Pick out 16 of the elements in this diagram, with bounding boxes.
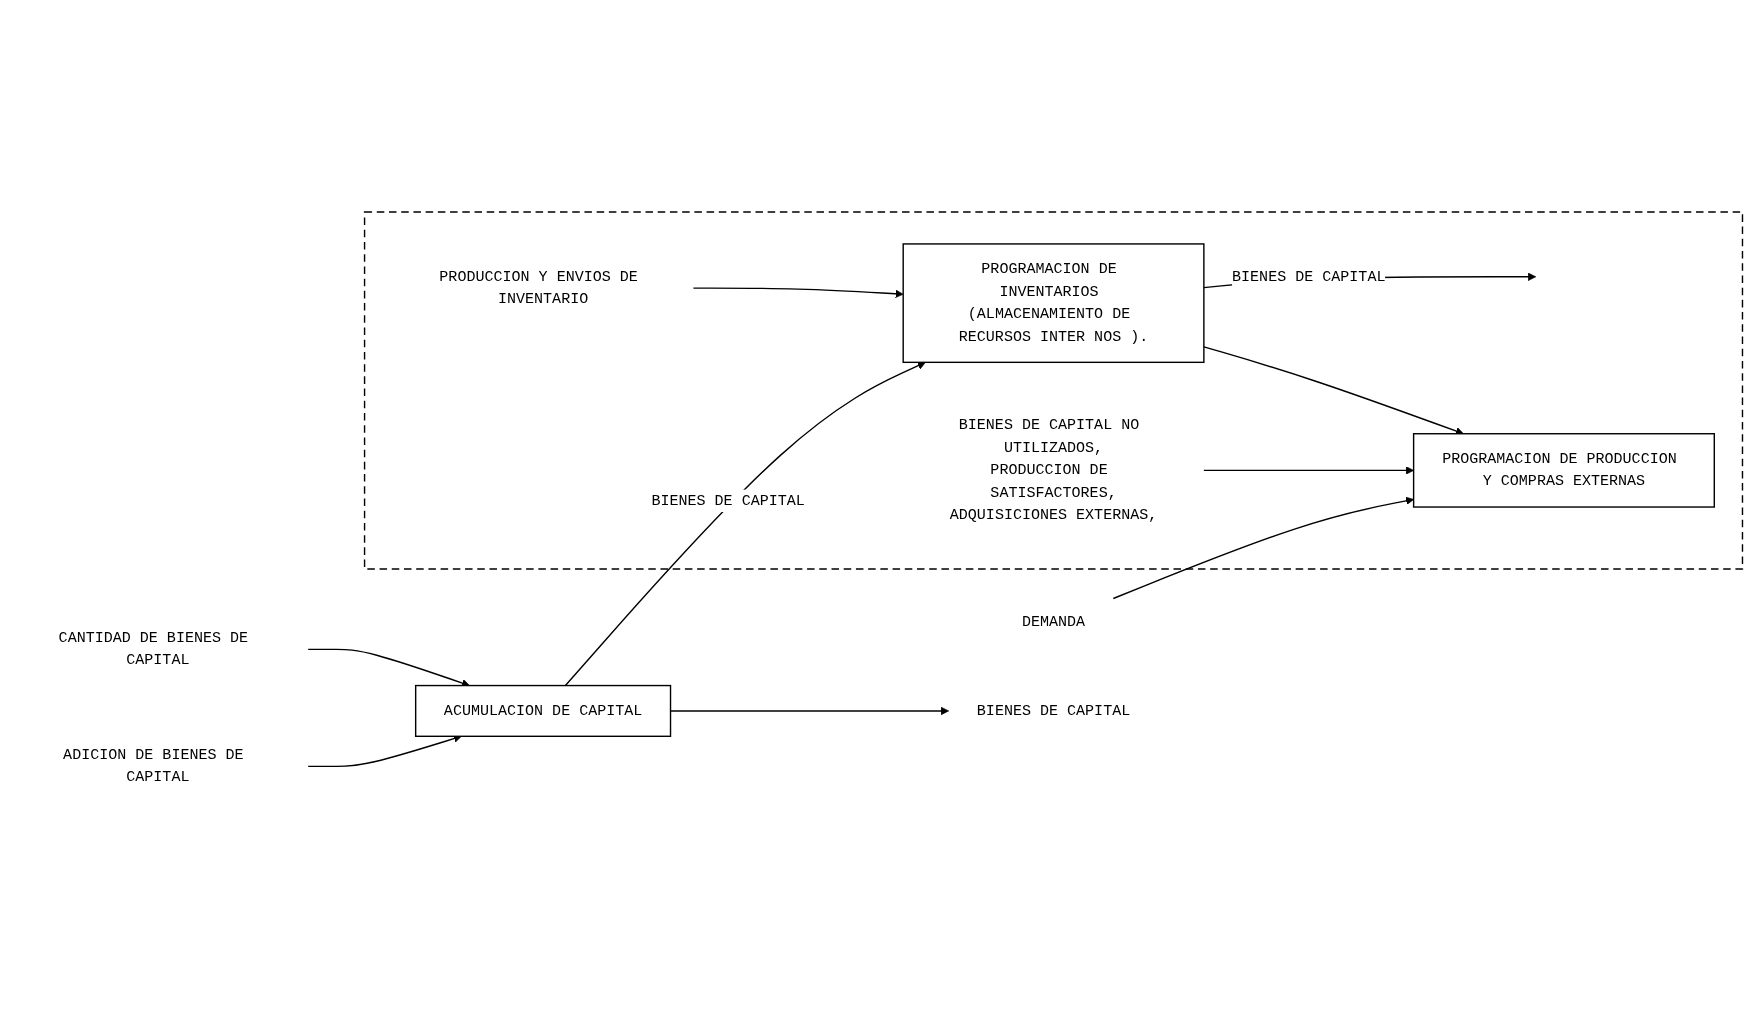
node-text: BIENES DE CAPITAL NO UTILIZADOS, PRODUCCION DE SATISFACTORES, ADQUISICIONES EXTERNAS, xyxy=(949,416,1158,524)
edge-label: BIENES DE CAPITAL xyxy=(1232,268,1386,286)
node-text: PRODUCCION Y ENVIOS DE INVENTARIO xyxy=(439,268,638,308)
node-box: PROGRAMACION DE INVENTARIOS (ALMACENAMIENTO DE RECURSOS INTER NOS ). xyxy=(902,243,1205,364)
node-text: ADICION DE BIENES DE CAPITAL xyxy=(63,746,244,787)
cluster xyxy=(363,211,1744,570)
arrow xyxy=(1203,466,1414,475)
node-text: BIENES DE CAPITAL xyxy=(976,702,1131,720)
node-text: CANTIDAD DE BIENES DE CAPITAL xyxy=(58,629,249,670)
arrow xyxy=(1112,496,1414,600)
arrow xyxy=(564,361,926,687)
node-box: ACUMULACION DE CAPITAL xyxy=(414,684,672,737)
node-text: DEMANDA xyxy=(1021,614,1086,632)
node-box: PROGRAMACION DE PRODUCCION Y COMPRAS EXTERNAS xyxy=(1412,433,1715,508)
arrow xyxy=(692,287,904,298)
edge-label: BIENES DE CAPITAL xyxy=(651,492,805,510)
